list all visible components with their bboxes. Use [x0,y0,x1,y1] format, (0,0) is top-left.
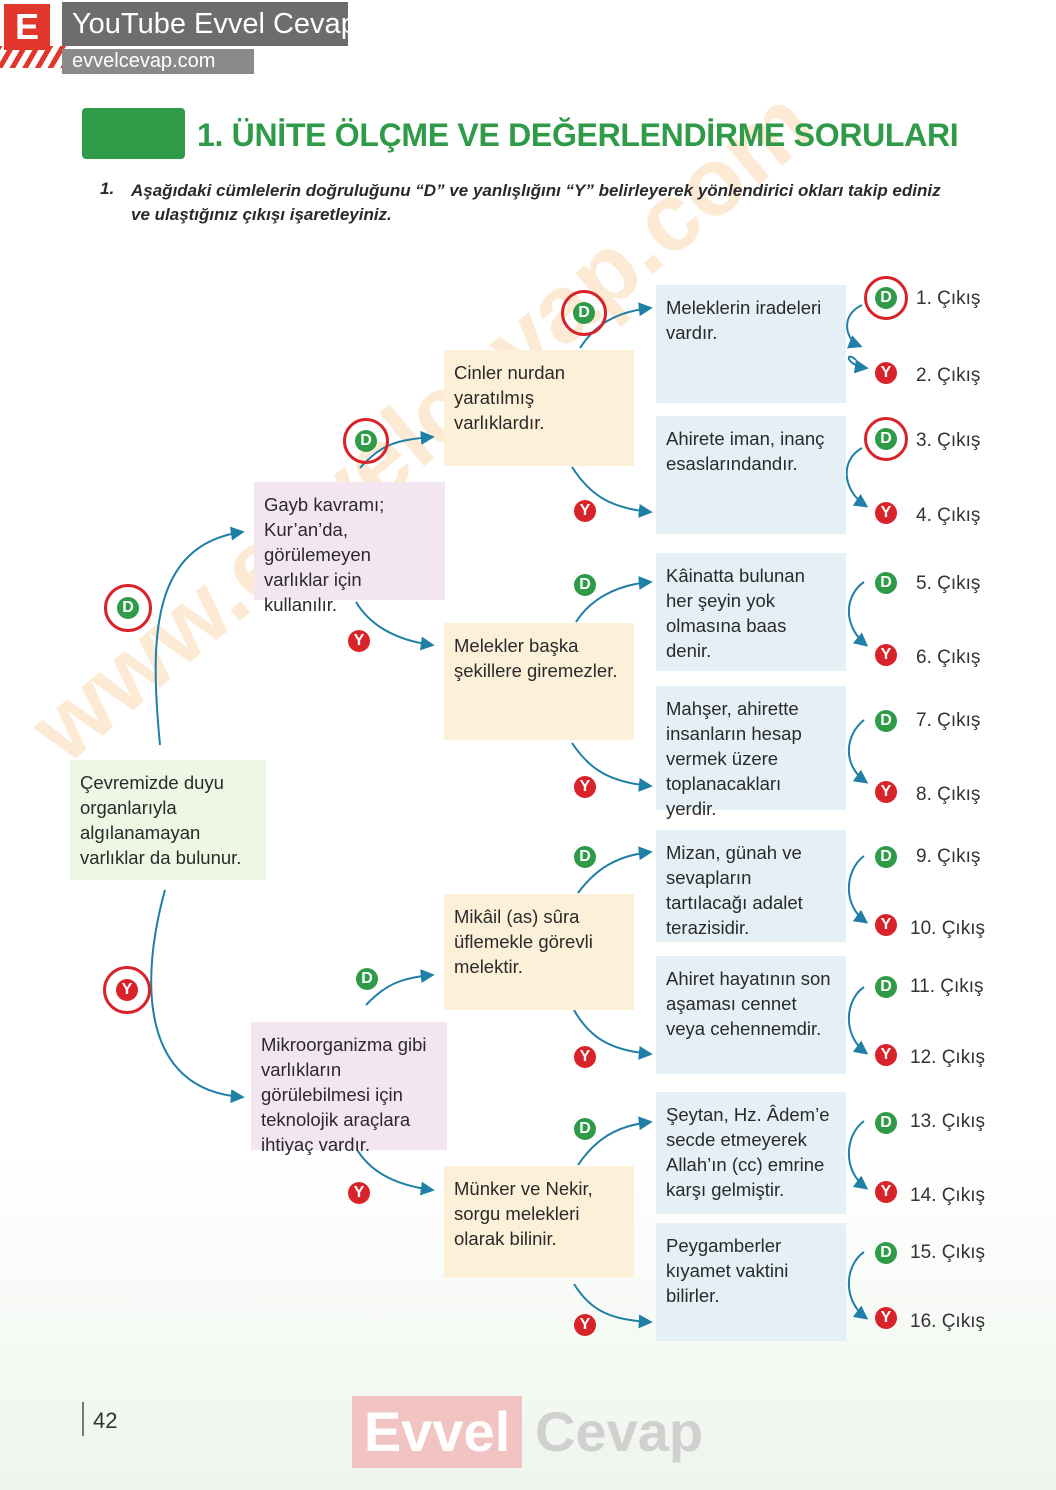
false-badge-icon[interactable]: Y [875,1307,897,1329]
true-badge-icon[interactable]: D [117,597,139,619]
false-badge-icon[interactable]: Y [875,781,897,803]
answer-ring-circle [561,290,607,336]
answer-ring-circle [103,966,151,1014]
true-badge-icon[interactable]: D [875,846,897,868]
statement-l4-2: Ahirete iman, inanç esaslarındandır. [656,416,846,534]
statement-l2-top: Gayb kavramı; Kur’an’da, görülemeyen var… [254,482,445,615]
false-badge-icon[interactable]: Y [348,1182,370,1204]
true-badge-icon[interactable]: D [355,430,377,452]
answer-ring-circle [104,584,152,632]
statement-l3-1: Cinler nurdan yaratılmış varlıklardır. [444,350,634,466]
statement-l3-2: Melekler başka şekillere giremezler. [444,623,634,740]
exit-label[interactable]: 1. Çıkış [916,288,981,309]
brand-stripes-decoration [0,46,66,68]
false-badge-icon[interactable]: Y [116,979,138,1001]
answer-ring-circle [864,276,908,320]
exit-label[interactable]: 3. Çıkış [916,430,981,451]
watermark-evvel: Evvel [352,1396,522,1468]
exit-label[interactable]: 6. Çıkış [916,647,981,668]
statement-l4-1: Meleklerin iradeleri vardır. [656,285,846,403]
false-badge-icon[interactable]: Y [875,914,897,936]
brand-header: E YouTube Evvel Cevap evvelcevap.com [0,0,357,76]
brand-url[interactable]: evvelcevap.com [62,49,254,74]
false-badge-icon[interactable]: Y [574,776,596,798]
exit-label[interactable]: 5. Çıkış [916,573,981,594]
true-badge-icon[interactable]: D [875,287,897,309]
exit-label[interactable]: 16. Çıkış [910,1311,985,1332]
question-text: Aşağıdaki cümlelerin doğruluğunu “D” ve … [131,181,941,224]
true-badge-icon[interactable]: D [573,302,595,324]
true-badge-icon[interactable]: D [574,1118,596,1140]
page-title: 1. ÜNİTE ÖLÇME VE DEĞERLENDİRME SORULARI [197,117,959,153]
statement-l4-3: Kâinatta bulunan her şeyin yok olmasına … [656,553,846,671]
page-number: 42 [93,1408,118,1433]
false-badge-icon[interactable]: Y [875,644,897,666]
false-badge-icon[interactable]: Y [875,1044,897,1066]
answer-ring-circle [864,417,908,461]
true-badge-icon[interactable]: D [875,1242,897,1264]
exit-label[interactable]: 13. Çıkış [910,1111,985,1132]
true-badge-icon[interactable]: D [875,710,897,732]
exit-label[interactable]: 14. Çıkış [910,1185,985,1206]
exit-label[interactable]: 15. Çıkış [910,1242,985,1263]
watermark-cevap: Cevap [535,1400,704,1463]
true-badge-icon[interactable]: D [875,1112,897,1134]
statement-l4-4: Mahşer, ahirette insanların hesap vermek… [656,686,846,819]
exit-label[interactable]: 10. Çıkış [910,918,985,939]
exit-label[interactable]: 4. Çıkış [916,505,981,526]
statement-l4-8: Peygamberler kıyamet vaktini bilirler. [656,1223,846,1341]
false-badge-icon[interactable]: Y [574,1314,596,1336]
false-badge-icon[interactable]: Y [875,502,897,524]
answer-ring-circle [343,418,389,464]
true-badge-icon[interactable]: D [356,968,378,990]
exit-label[interactable]: 9. Çıkış [916,846,981,867]
false-badge-icon[interactable]: Y [875,1181,897,1203]
statement-l4-7: Şeytan, Hz. Âdem’e secde etmeyerek Allah… [656,1092,846,1214]
statement-l2-bottom: Mikroorganizma gibi varlıkların görülebi… [251,1022,447,1155]
true-badge-icon[interactable]: D [875,572,897,594]
false-badge-icon[interactable]: Y [348,630,370,652]
exit-label[interactable]: 12. Çıkış [910,1047,985,1068]
true-badge-icon[interactable]: D [574,574,596,596]
statement-l4-6: Ahiret hayatının son aşaması cennet veya… [656,956,846,1074]
exit-label[interactable]: 2. Çıkış [916,365,981,386]
false-badge-icon[interactable]: Y [875,362,897,384]
statement-l4-5: Mizan, günah ve sevapların tartılacağı a… [656,830,846,942]
exit-label[interactable]: 11. Çıkış [910,976,984,997]
exit-label[interactable]: 7. Çıkış [916,710,981,731]
statement-start: Çevremizde duyu organlarıyla algılanamay… [70,760,266,880]
title-accent-block [82,108,185,159]
true-badge-icon[interactable]: D [875,976,897,998]
question-number: 1. [100,179,115,198]
brand-title[interactable]: YouTube Evvel Cevap [62,2,357,46]
true-badge-icon[interactable]: D [574,846,596,868]
false-badge-icon[interactable]: Y [574,1046,596,1068]
statement-l3-4: Münker ve Nekir, sorgu melekleri olarak … [444,1166,634,1278]
false-badge-icon[interactable]: Y [574,500,596,522]
statement-l3-3: Mikâil (as) sûra üflemekle görevli melek… [444,894,634,1010]
true-badge-icon[interactable]: D [875,428,897,450]
brand-logo-icon: E [4,4,50,50]
exit-label[interactable]: 8. Çıkış [916,784,981,805]
page-number-divider [82,1402,84,1436]
